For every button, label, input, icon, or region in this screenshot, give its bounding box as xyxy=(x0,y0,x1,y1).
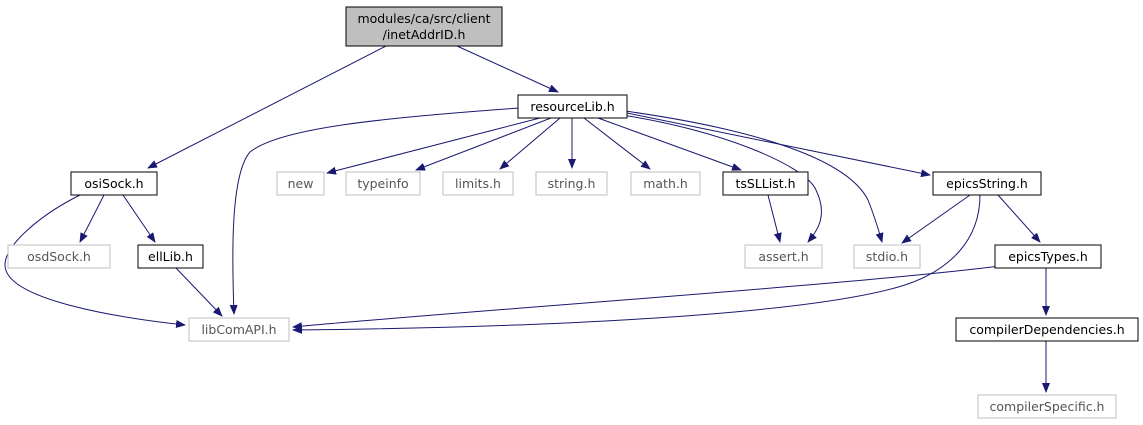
edge-osiSock-to-ellLib xyxy=(122,194,156,243)
node-osdSock: osdSock.h xyxy=(7,244,111,269)
edge-resourceLib-to-stdio xyxy=(624,110,884,243)
node-stdio: stdio.h xyxy=(853,244,921,269)
node-box-new xyxy=(276,171,325,196)
edge-resourceLib-to-new xyxy=(326,117,541,175)
node-libComAPI: libComAPI.h xyxy=(188,317,290,342)
edge-epicsString-to-epicsTypes xyxy=(997,194,1041,243)
edge-resourceLib-to-typeinfo xyxy=(415,117,552,171)
node-label-epicsString: epicsString.h xyxy=(946,176,1028,191)
node-label-assert: assert.h xyxy=(758,249,808,264)
node-osiSock[interactable]: osiSock.h xyxy=(70,171,158,196)
node-label-ellLib: ellLib.h xyxy=(148,249,193,264)
node-label-string: string.h xyxy=(548,176,596,191)
node-box-root xyxy=(345,6,503,47)
edge-resourceLib-to-epicsString xyxy=(626,112,931,178)
node-label-osiSock: osiSock.h xyxy=(84,176,143,191)
node-box-epicsString xyxy=(932,171,1042,196)
node-label-typeinfo: typeinfo xyxy=(357,176,408,191)
node-box-osdSock xyxy=(7,244,111,269)
node-label-root: modules/ca/src/client xyxy=(357,11,490,26)
node-label-limits: limits.h xyxy=(455,176,501,191)
node-root[interactable]: modules/ca/src/client/inetAddrID.h xyxy=(345,6,503,47)
edge-osiSock-to-osdSock xyxy=(79,194,105,243)
node-string: string.h xyxy=(535,171,608,196)
node-epicsString[interactable]: epicsString.h xyxy=(932,171,1042,196)
edge-root-to-osiSock xyxy=(147,45,387,169)
node-assert: assert.h xyxy=(744,244,823,269)
node-math: math.h xyxy=(630,171,701,196)
node-label-compilerSpecific: compilerSpecific.h xyxy=(990,399,1105,414)
node-label-epicsTypes: epicsTypes.h xyxy=(1008,249,1088,264)
edge-resourceLib-to-tsSLList xyxy=(597,117,742,171)
node-label-tsSLList: tsSLList.h xyxy=(735,176,795,191)
node-label-math: math.h xyxy=(643,176,688,191)
node-ellLib[interactable]: ellLib.h xyxy=(137,244,204,269)
edges xyxy=(4,45,1050,393)
edge-epicsString-to-libComAPI xyxy=(292,194,981,334)
node-compilerDependencies[interactable]: compilerDependencies.h xyxy=(955,317,1139,342)
node-label-resourceLib: resourceLib.h xyxy=(530,99,614,114)
node-box-epicsTypes xyxy=(994,244,1102,269)
edge-tsSLList-to-assert xyxy=(767,194,782,243)
edge-epicsTypes-to-libComAPI xyxy=(292,265,1001,331)
node-box-tsSLList xyxy=(722,171,809,196)
node-label-libComAPI: libComAPI.h xyxy=(201,322,276,337)
node-box-math xyxy=(630,171,701,196)
node-box-ellLib xyxy=(137,244,204,269)
node-resourceLib[interactable]: resourceLib.h xyxy=(517,94,628,119)
node-label-stdio: stdio.h xyxy=(866,249,908,264)
node-label-compilerDependencies: compilerDependencies.h xyxy=(969,322,1124,337)
node-label-root: /inetAddrID.h xyxy=(383,27,466,42)
node-epicsTypes[interactable]: epicsTypes.h xyxy=(994,244,1102,269)
edge-resourceLib-to-limits xyxy=(499,117,561,170)
node-box-compilerSpecific xyxy=(977,394,1117,419)
node-box-stdio xyxy=(853,244,921,269)
node-box-limits xyxy=(442,171,514,196)
node-label-osdSock: osdSock.h xyxy=(27,249,91,264)
edge-resourceLib-to-math xyxy=(583,117,651,170)
node-compilerSpecific: compilerSpecific.h xyxy=(977,394,1117,419)
edge-osiSock-to-libComAPI xyxy=(4,194,186,329)
node-box-string xyxy=(535,171,608,196)
nodes: modules/ca/src/client/inetAddrID.h resour… xyxy=(7,6,1139,419)
node-tsSLList[interactable]: tsSLList.h xyxy=(722,171,809,196)
node-box-compilerDependencies xyxy=(955,317,1139,342)
edge-root-to-resourceLib xyxy=(456,45,559,93)
edge-resourceLib-to-libComAPI xyxy=(229,107,521,315)
node-typeinfo: typeinfo xyxy=(345,171,421,196)
edge-epicsString-to-stdio xyxy=(901,194,971,244)
node-box-libComAPI xyxy=(188,317,290,342)
node-label-new: new xyxy=(288,176,314,191)
node-box-assert xyxy=(744,244,823,269)
node-box-resourceLib xyxy=(517,94,628,119)
edge-ellLib-to-libComAPI xyxy=(175,267,223,317)
node-new: new xyxy=(276,171,325,196)
node-box-typeinfo xyxy=(345,171,421,196)
node-limits: limits.h xyxy=(442,171,514,196)
node-box-osiSock xyxy=(70,171,158,196)
